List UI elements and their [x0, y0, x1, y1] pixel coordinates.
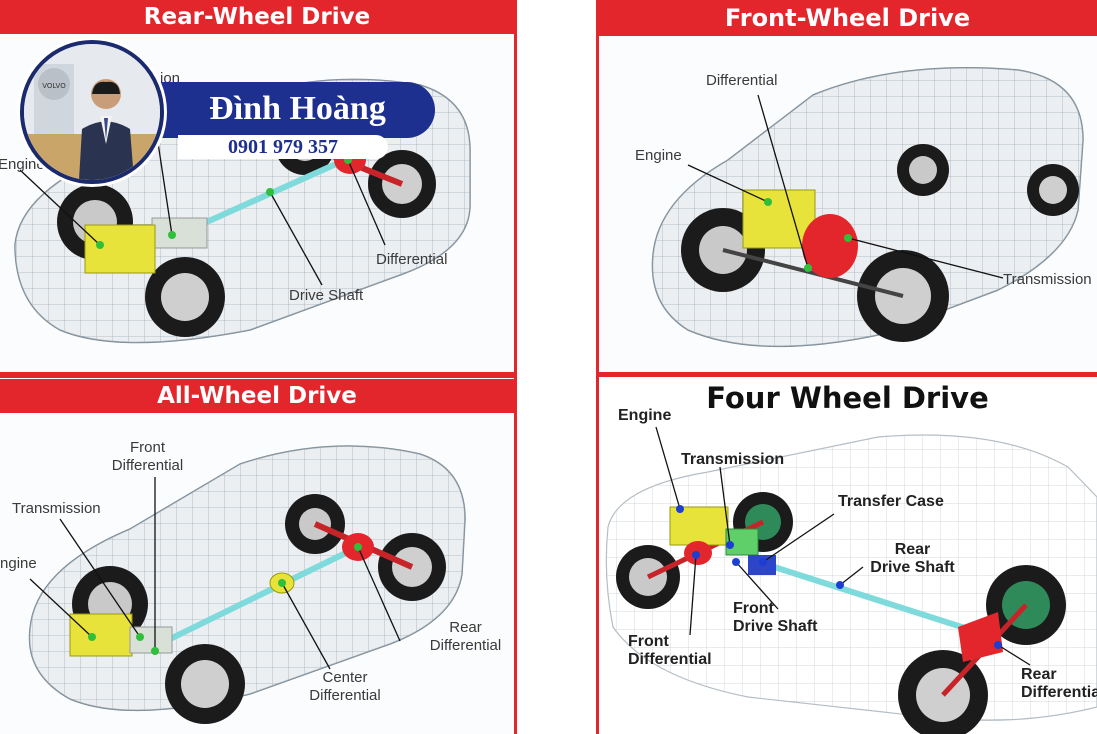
4wd-rear-drive-shaft [767, 562, 994, 640]
presenter-phone: 0901 979 357 [228, 136, 338, 158]
4wd-label-engine: Engine [618, 407, 672, 424]
awd-wheel-front-right [165, 644, 245, 724]
awd-label-front-differential: Front Differential [111, 439, 184, 474]
4wd-engine-block [669, 506, 729, 546]
4wd-label-transfer-case: Transfer Case [838, 493, 944, 510]
fwd-title: Front-Wheel Drive [724, 4, 971, 32]
presenter-photo: VOLVO [24, 44, 160, 180]
fwd-label-transmission: Transmission [1003, 271, 1092, 288]
awd-engine-block [69, 613, 133, 657]
fwd-wheel-rear-right [1027, 164, 1079, 216]
fwd-car-illustration [651, 67, 1084, 348]
4wd-label-transmission: Transmission [681, 451, 785, 468]
awd-label-rear-differential: Rear Differential [429, 619, 502, 654]
4wd-label-rear-drive-shaft: Rear Drive Shaft [870, 541, 955, 576]
panel-all-wheel-drive: All-Wheel Drive Front Differential Trans… [0, 379, 514, 734]
4wd-label-front-drive-shaft: Front Drive Shaft [733, 600, 818, 635]
4wd-label-rear-differential: Rear Differential [1021, 666, 1097, 701]
fwd-transaxle [802, 214, 858, 278]
rwd-label-drive-shaft: Drive Shaft [289, 287, 364, 304]
volvo-logo-text: VOLVO [42, 82, 66, 90]
fwd-title-banner: Front-Wheel Drive [598, 0, 1097, 36]
rwd-wheel-front-right [145, 257, 225, 337]
divider-vertical-right [596, 0, 599, 734]
panel-front-wheel-drive: Front-Wheel Drive Differential Engine Tr… [598, 0, 1097, 372]
rwd-label-differential: Differential [376, 251, 448, 268]
rwd-transmission [151, 217, 208, 249]
awd-car-illustration [28, 445, 466, 724]
divider-vertical-left [514, 0, 517, 734]
divider-horizontal-right [598, 372, 1097, 377]
panel-four-wheel-drive: Four Wheel Drive Engine Transmission Tra [598, 377, 1097, 734]
4wd-rear-differential [958, 612, 1003, 662]
fwd-label-differential: Differential [706, 72, 778, 89]
awd-label-transmission: Transmission [12, 500, 101, 517]
4wd-car-illustration [605, 426, 1097, 734]
awd-title: All-Wheel Drive [157, 383, 357, 409]
rwd-label-engine: Engine [0, 156, 45, 173]
awd-label-engine: Engine [0, 555, 37, 572]
rwd-engine-block [84, 224, 156, 274]
awd-label-center-differential: Center Differential [309, 669, 381, 704]
awd-title-banner: All-Wheel Drive [0, 379, 514, 413]
awd-drive-shaft [168, 544, 360, 642]
presenter-name: Đình Hoàng [209, 90, 386, 127]
4wd-title: Four Wheel Drive [706, 381, 989, 415]
presenter-name-pill: Đình Hoàng [160, 82, 435, 138]
rwd-title: Rear-Wheel Drive [143, 4, 371, 30]
presenter-phone-pill: 0901 979 357 [178, 135, 388, 159]
divider-horizontal-left [0, 372, 514, 378]
rwd-title-banner: Rear-Wheel Drive [0, 0, 514, 34]
4wd-label-front-differential: Front Differential [628, 633, 712, 668]
fwd-car-body [651, 67, 1084, 348]
fwd-label-engine: Engine [635, 147, 682, 164]
fwd-wheel-rear-left [897, 144, 949, 196]
presenter-badge: Đình Hoàng 0901 979 357 VOLVO [20, 40, 440, 190]
avatar: VOLVO [20, 40, 164, 184]
